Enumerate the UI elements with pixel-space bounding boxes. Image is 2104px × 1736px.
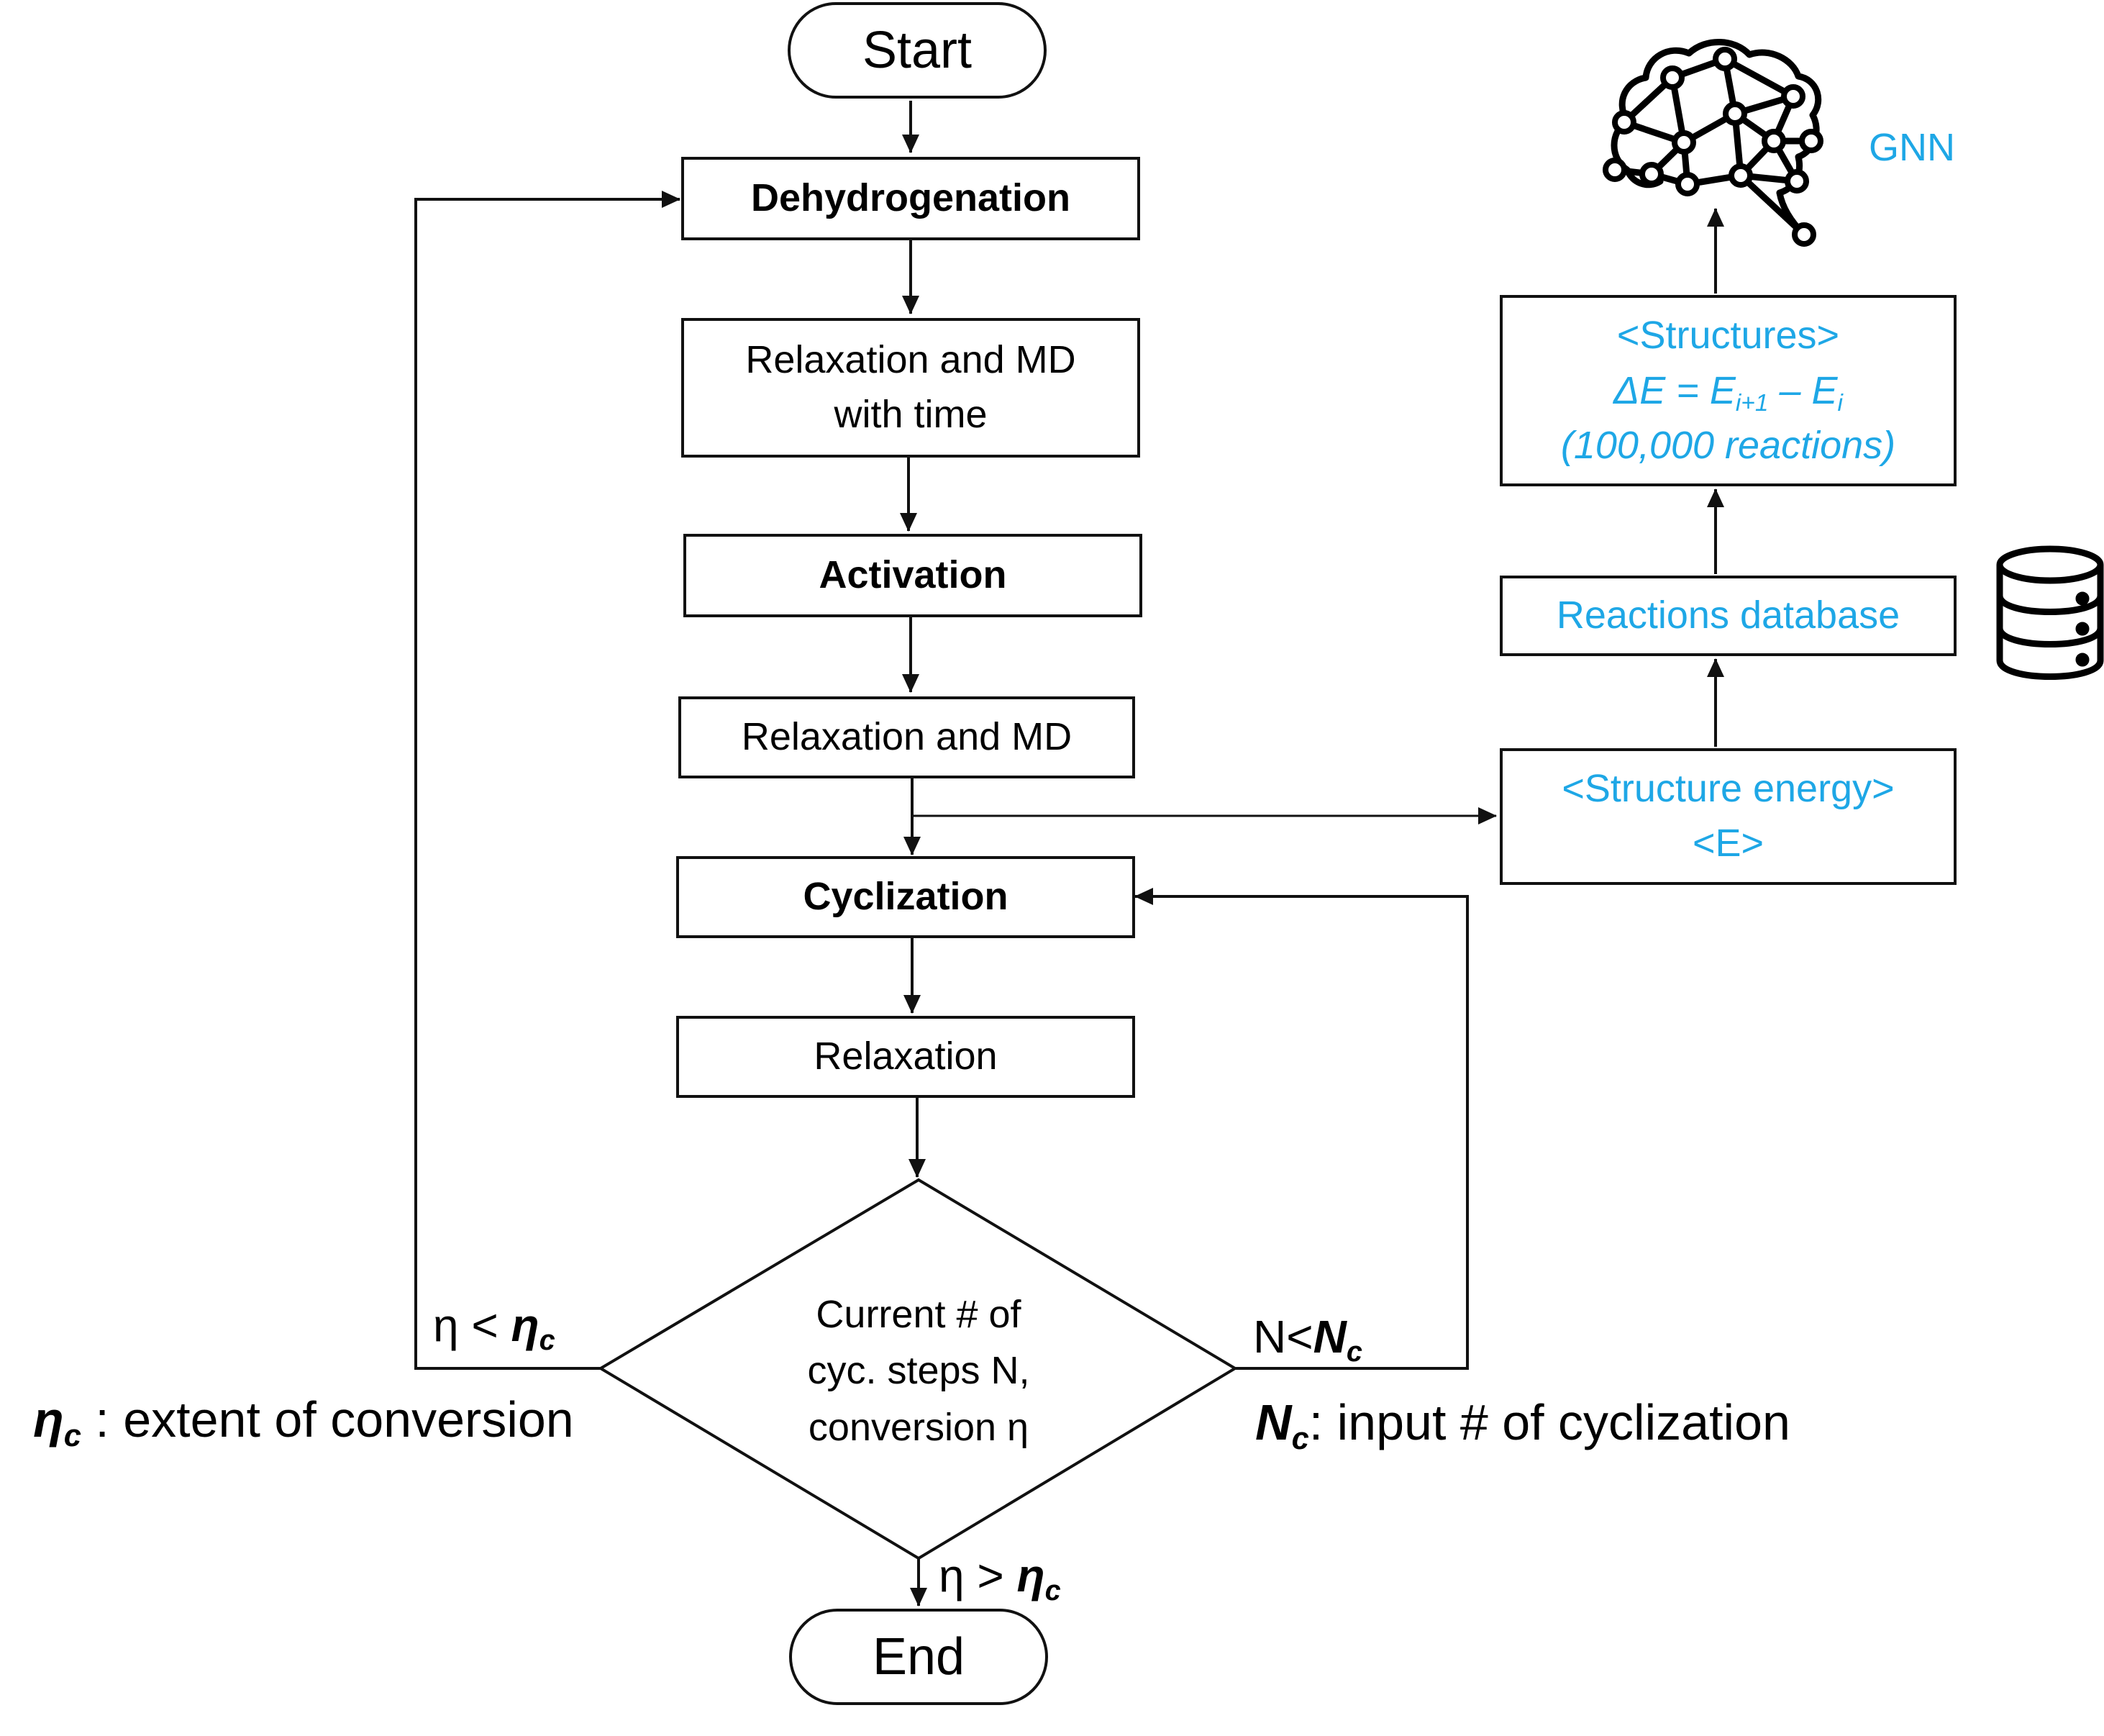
decision-line2: cyc. steps N, <box>807 1349 1030 1393</box>
end-terminal: End <box>789 1609 1048 1705</box>
relaxation-label: Relaxation <box>814 1035 998 1078</box>
dehydrogenation-label: Dehydrogenation <box>750 176 1071 220</box>
delta-e-formula: ΔE = Ei+1 – Ei <box>1613 368 1843 417</box>
energy-symbol: <E> <box>1692 822 1764 865</box>
branch-label-eta-greater: η > ηc <box>939 1550 1061 1607</box>
relaxation-md-label: Relaxation and MD <box>741 715 1073 759</box>
relaxation-md-box: Relaxation and MD <box>678 696 1135 778</box>
cyclization-label: Cyclization <box>803 875 1008 919</box>
decision-line1: Current # of <box>816 1293 1021 1336</box>
reactions-database-label: Reactions database <box>1556 594 1900 637</box>
reactions-count: (100,000 reactions) <box>1560 424 1896 468</box>
branch-label-n-less: N<Nc <box>1253 1311 1362 1368</box>
activation-label: Activation <box>819 553 1007 597</box>
loop-left-to-dehydrogenation <box>414 191 680 1370</box>
structure-energy-box: <Structure energy> <E> <box>1500 748 1957 885</box>
gnn-nodes <box>1603 47 1823 247</box>
relaxation-md-time-line1: Relaxation and MD <box>745 338 1076 382</box>
relaxation-md-time-line2: with time <box>834 393 988 436</box>
database-icon <box>1996 545 2104 680</box>
structures-box: <Structures> ΔE = Ei+1 – Ei (100,000 rea… <box>1500 295 1957 486</box>
activation-box: Activation <box>683 534 1142 617</box>
loop-right-to-cyclization <box>1134 888 1469 1370</box>
structure-energy-title: <Structure energy> <box>1562 767 1895 811</box>
neural-network-brain-icon <box>1611 39 1822 238</box>
dehydrogenation-box: Dehydrogenation <box>681 157 1140 240</box>
branch-label-eta-less: η < ηc <box>433 1299 555 1356</box>
legend-n-c: Nc: input # of cyclization <box>1255 1394 1790 1457</box>
start-label: Start <box>862 21 973 79</box>
end-label: End <box>872 1627 965 1686</box>
relaxation-md-time-box: Relaxation and MD with time <box>681 318 1140 458</box>
reactions-database-box: Reactions database <box>1500 576 1957 656</box>
gnn-label: GNN <box>1869 126 1955 169</box>
start-terminal: Start <box>788 2 1047 99</box>
legend-eta-c: ηc : extent of conversion <box>33 1391 574 1454</box>
cyclization-box: Cyclization <box>676 856 1135 938</box>
decision-line3: conversion η <box>808 1405 1029 1449</box>
structures-title: <Structures> <box>1616 313 1840 357</box>
decision-diamond <box>598 1178 1238 1560</box>
relaxation-box: Relaxation <box>676 1016 1135 1098</box>
decision-text: Current # of cyc. steps N, conversion η <box>775 1286 1062 1455</box>
